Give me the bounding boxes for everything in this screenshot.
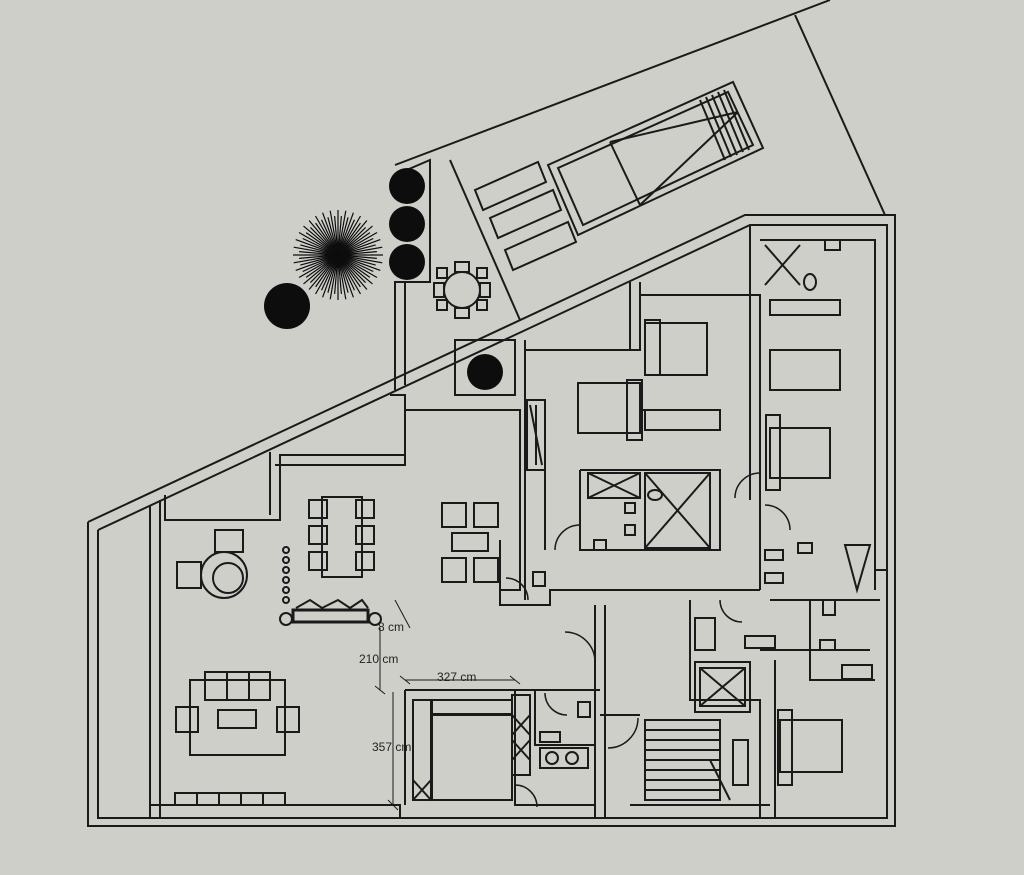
bottom-bench — [174, 792, 286, 806]
palm-frond — [303, 254, 339, 285]
sofa-set — [175, 671, 300, 756]
palm-frond — [303, 225, 339, 256]
tree-dark-icon — [389, 244, 425, 280]
palm-frond — [337, 254, 378, 279]
tree-dark-icon — [467, 354, 503, 390]
palm-frond — [337, 254, 347, 300]
palm-frond — [295, 239, 339, 256]
wardrobes — [526, 399, 873, 680]
kitchen — [412, 694, 589, 801]
palm-frond — [314, 215, 339, 256]
exterior-walls — [87, 158, 896, 827]
palm-frond — [337, 210, 347, 256]
dimension-label-4: 357 cm — [372, 740, 411, 754]
bathrooms — [532, 239, 872, 743]
palm-frond — [329, 210, 339, 256]
palm-frond — [322, 212, 339, 256]
palm-frond — [337, 254, 354, 298]
palm-frond — [337, 246, 383, 256]
beds — [577, 299, 843, 786]
palm-frond — [298, 254, 339, 279]
dimension-lines — [374, 599, 521, 811]
palm-frond — [314, 254, 339, 295]
sunbeds — [473, 160, 578, 272]
dining-table — [308, 496, 375, 578]
outdoor-dining-table — [433, 261, 491, 319]
palm-frond — [337, 254, 383, 264]
dotted-partition — [282, 546, 290, 604]
lounge-set — [441, 502, 499, 583]
palm-frond — [337, 239, 381, 256]
dimension-label-1: 8 cm — [378, 620, 404, 634]
interior-walls — [149, 225, 887, 818]
palm-frond — [337, 251, 377, 256]
palm-frond — [337, 254, 381, 271]
palm-frond — [337, 220, 368, 256]
site-boundary — [394, 0, 886, 321]
palm-frond — [329, 254, 339, 300]
palm-frond — [337, 254, 373, 285]
palm-frond — [337, 231, 378, 256]
staircase — [644, 719, 749, 801]
tree-dark-icon — [389, 206, 425, 242]
palm-frond — [337, 215, 362, 256]
dimension-label-3: 327 cm — [437, 670, 476, 684]
dimension-label-2: 210 cm — [359, 652, 398, 666]
doors — [505, 472, 791, 808]
tree-dark-icon — [264, 283, 310, 329]
palm-frond — [308, 220, 339, 256]
trees — [264, 168, 503, 390]
palm-tree-icon — [293, 210, 383, 300]
tree-dark-icon — [389, 168, 425, 204]
palm-frond — [308, 254, 339, 290]
palm-frond — [295, 254, 339, 271]
palm-frond — [337, 254, 362, 295]
palm-frond — [322, 254, 339, 298]
palm-frond — [293, 254, 339, 264]
palm-frond — [298, 231, 339, 256]
palm-frond — [337, 212, 354, 256]
elevator-icon — [694, 661, 751, 713]
palm-frond — [337, 254, 368, 290]
palm-frond — [337, 225, 373, 256]
palm-frond — [293, 246, 339, 256]
pool — [546, 80, 765, 237]
tv-bench — [279, 598, 382, 626]
lounge-round-table — [176, 529, 248, 599]
